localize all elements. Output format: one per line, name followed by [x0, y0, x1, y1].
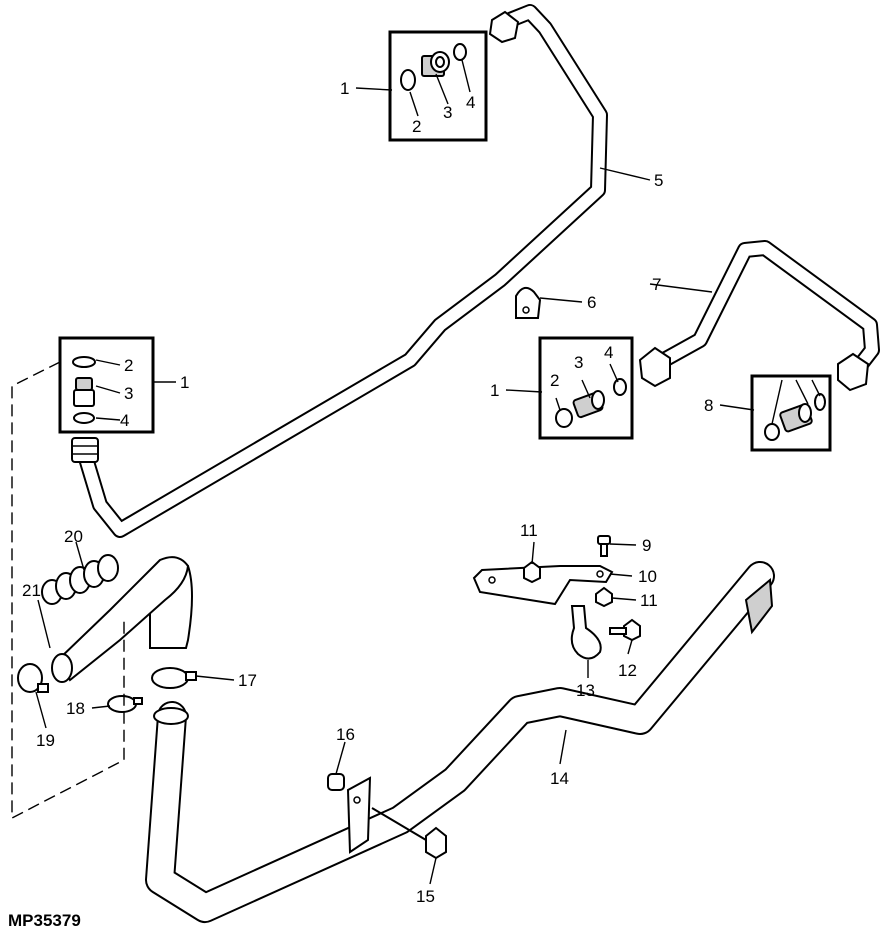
o-ring-2-left [72, 356, 96, 368]
spacer-16 [327, 773, 345, 791]
tube-nut-7-left [638, 346, 671, 388]
callout-11-bottom: 11 [640, 591, 658, 610]
tube-line-5 [77, 4, 608, 538]
clip-6 [515, 286, 542, 319]
callout-3: 3 [443, 103, 452, 122]
fitting-kit-box-8 [750, 374, 832, 452]
callout-1-left: 1 [180, 373, 189, 392]
bracket-10 [472, 565, 614, 606]
callout-2-middle: 2 [550, 371, 559, 390]
clamp-19 [17, 663, 49, 693]
clamp-17 [151, 667, 197, 689]
pipe-14-end-ring [153, 707, 189, 725]
callout-18: 18 [66, 699, 85, 718]
callout-13: 13 [576, 681, 595, 700]
callout-4: 4 [466, 93, 475, 112]
callout-1: 1 [340, 79, 349, 98]
callout-6: 6 [587, 293, 596, 312]
clamp-13 [570, 605, 602, 660]
callout-4-left: 4 [120, 411, 129, 430]
callout-7: 7 [652, 275, 661, 294]
dashed-guides [11, 361, 125, 820]
tube-line-7 [647, 240, 880, 380]
callout-3-left: 3 [124, 384, 133, 403]
figure-id: MP35379 [8, 911, 81, 930]
nut-11-bottom [595, 586, 613, 608]
leader-lines [35, 59, 821, 885]
callout-16: 16 [336, 725, 355, 744]
callout-3-middle: 3 [574, 353, 583, 372]
o-ring-4-mid [613, 378, 627, 396]
screw-9 [597, 535, 611, 557]
fitting-kit-box-middle [538, 336, 634, 440]
tube-nut-7-right [837, 352, 870, 392]
callout-19: 19 [36, 731, 55, 750]
screw-12 [609, 618, 641, 642]
pipe-14-bracket [744, 577, 774, 635]
callout-8: 8 [704, 396, 713, 415]
callout-21: 21 [22, 581, 41, 600]
tube-nut-left [71, 437, 99, 463]
callout-2-left: 2 [124, 356, 133, 375]
callout-5: 5 [654, 171, 663, 190]
strap-bracket [346, 776, 372, 854]
adapter-3-left [73, 377, 95, 407]
nut-11-top [523, 560, 541, 584]
adapter-3-mid [572, 390, 605, 419]
fitting-kit-box-left [58, 336, 155, 434]
elbow-hose [51, 556, 193, 683]
callout-9: 9 [642, 536, 651, 555]
callout-15: 15 [416, 887, 435, 906]
callout-2: 2 [412, 117, 421, 136]
o-ring-2-top [400, 69, 416, 91]
callout-14: 14 [550, 769, 569, 788]
bolt-15 [371, 807, 447, 860]
callout-labels: 1 2 3 4 5 6 7 2 3 4 1 1 2 3 4 8 9 10 11 … [22, 79, 713, 906]
spring-20 [41, 554, 119, 605]
o-ring-4-top [453, 43, 467, 61]
callout-12: 12 [618, 661, 637, 680]
callout-10: 10 [638, 567, 657, 586]
callout-17: 17 [238, 671, 257, 690]
callout-1-middle: 1 [490, 381, 499, 400]
callout-20: 20 [64, 527, 83, 546]
pipe-14 [145, 561, 775, 923]
clamp-18 [107, 695, 143, 713]
callout-11-top: 11 [520, 521, 538, 540]
tube-nut-top [488, 10, 520, 44]
fitting-kit-box-top [388, 30, 488, 142]
o-ring-2-mid [555, 408, 573, 428]
o-ring-4-left [73, 412, 95, 424]
callout-4-middle: 4 [604, 343, 613, 362]
adapter-3-top [421, 51, 450, 77]
